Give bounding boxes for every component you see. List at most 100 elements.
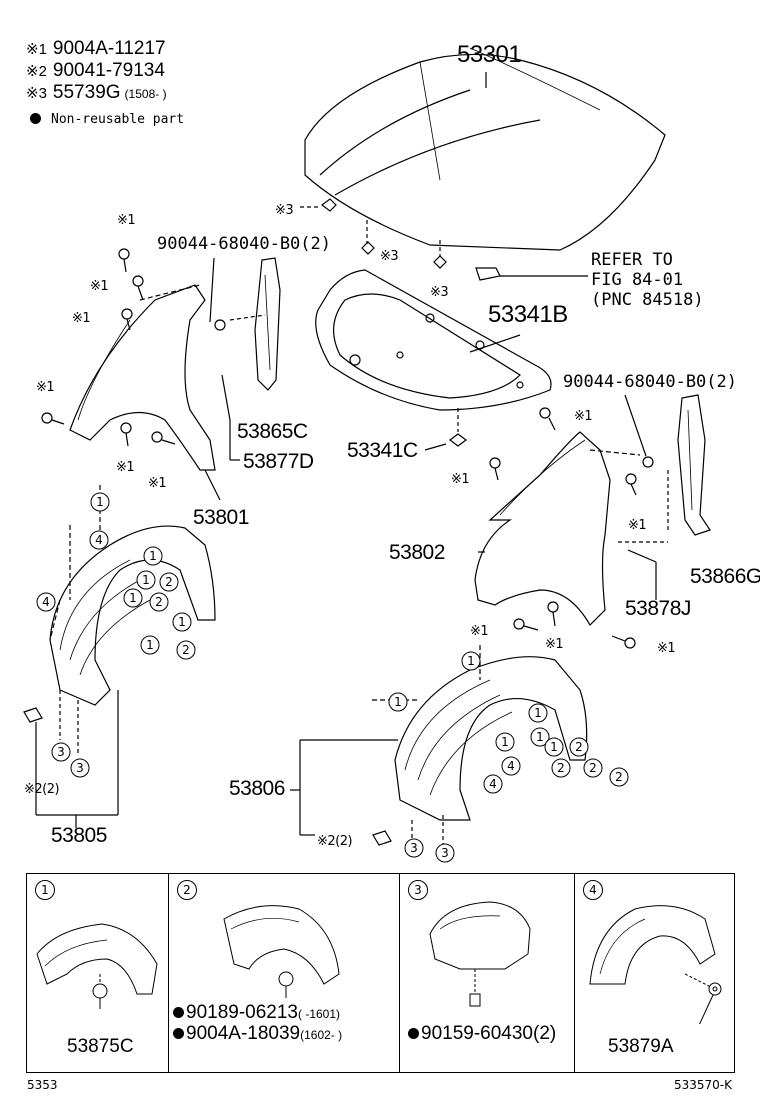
non-reusable-dot-icon (173, 1028, 184, 1039)
svg-text:3: 3 (57, 745, 65, 759)
legend-part-number: 9004A-11217 (52, 38, 166, 59)
ref-circle-4: 4 (501, 756, 521, 776)
callout-x1: ※1 (470, 624, 489, 639)
detail-panel-4: 4 53879A (575, 873, 735, 1073)
right-liner-part-number: 53806 (229, 777, 285, 800)
callout-x1: ※1 (451, 472, 470, 487)
svg-text:1: 1 (96, 495, 104, 509)
detail-panel-3: 3 90159-60430(2) (400, 873, 575, 1073)
ref-circle-1: 1 (461, 651, 481, 671)
hood-insulator-outline (315, 269, 552, 411)
ref-circle-1: 1 (388, 692, 408, 712)
circled-reference-numbers: 1 4 1 1 2 1 2 4 1 1 2 3 3 1 1 1 1 1 1 2 … (36, 492, 629, 863)
insulator-clip-part-number: 53341C (347, 439, 418, 462)
legend-mark: ※2 (26, 63, 47, 80)
legend-part-number: 90041-79134 (52, 60, 165, 81)
callout-x1: ※1 (116, 460, 135, 475)
svg-text:1: 1 (534, 706, 542, 720)
callout-x1: ※1 (574, 409, 593, 424)
panel-part-number: 9004A-18039 (186, 1023, 301, 1044)
legend-row-2: ※2 90041-79134 (26, 60, 165, 82)
svg-text:1: 1 (146, 638, 154, 652)
ref-circle-2: 2 (149, 592, 169, 612)
ref-circle-1: 1 (528, 703, 548, 723)
ref-circle-2: 2 (583, 758, 603, 778)
svg-text:4: 4 (507, 759, 515, 773)
left-seal-outline (254, 257, 281, 391)
ref-circle-1: 1 (136, 570, 156, 590)
left-liner-part-number: 53805 (51, 824, 107, 847)
non-reusable-label: Non-reusable part (51, 112, 185, 127)
svg-text:3: 3 (76, 761, 84, 775)
svg-text:1: 1 (149, 549, 157, 563)
svg-text:4: 4 (95, 533, 103, 547)
ref-circle-2: 2 (551, 758, 571, 778)
right-seal-outline (677, 394, 711, 536)
callout-x3: ※3 (275, 203, 294, 218)
svg-text:2: 2 (589, 761, 597, 775)
callout-x3: ※3 (430, 285, 449, 300)
ref-circle-3: 3 (404, 838, 424, 858)
left-bolts (41, 248, 226, 447)
detail-panel-1: 1 53875C (26, 873, 169, 1073)
left-fender-outline (69, 284, 216, 471)
ref-circle-2: 2 (159, 572, 179, 592)
ref-circle-1: 1 (140, 635, 160, 655)
callout-x1: ※1 (90, 279, 109, 294)
footer-right-code: 533570-K (673, 1078, 732, 1092)
legend-mark: ※3 (26, 85, 47, 102)
ref-circle-1: 1 (90, 492, 110, 512)
non-reusable-dot-icon (30, 113, 41, 124)
panel-range: ( -1601) (298, 1007, 341, 1021)
ref-circle-3: 3 (70, 758, 90, 778)
ref-circle-2: 2 (609, 767, 629, 787)
callout-x1: ※1 (72, 311, 91, 326)
right-bolts (489, 407, 654, 649)
panel-number: 1 (35, 880, 55, 900)
right-seal-part-number: 53866G (690, 565, 760, 588)
detail-3-illustration (429, 901, 531, 1007)
ref-circle-2: 2 (569, 737, 589, 757)
footer-left-code: 5353 (27, 1078, 58, 1092)
detail-panel-2: 2 90189-06213( -1601) 9004A-18039(1602- … (169, 873, 400, 1073)
panel-2-line-1: 90189-06213( -1601) (173, 1002, 340, 1024)
left-bracket-part-number: 53877D (243, 450, 314, 473)
panel-part-number: 53875C (67, 1036, 134, 1057)
svg-text:1: 1 (178, 615, 186, 629)
svg-text:2: 2 (575, 740, 583, 754)
ref-circle-4: 4 (483, 774, 503, 794)
svg-text:1: 1 (501, 735, 509, 749)
panel-part-number: 53879A (608, 1036, 674, 1057)
svg-text:1: 1 (394, 695, 402, 709)
ref-circle-1: 1 (172, 612, 192, 632)
callout-x1: ※1 (545, 637, 564, 652)
left-seal-part-number: 53865C (237, 420, 308, 443)
legend-range: (1508- ) (124, 87, 167, 101)
left-fender-part-number: 53801 (193, 506, 249, 529)
callout-x3: ※3 (380, 249, 399, 264)
callout-x1: ※1 (657, 641, 676, 656)
legend-part-number: 55739G (52, 82, 121, 103)
panel-range: (1602- ) (300, 1028, 343, 1042)
ref-circle-3: 3 (435, 843, 455, 863)
svg-text:1: 1 (129, 591, 137, 605)
callout-x1: ※1 (628, 518, 647, 533)
right-fender-outline (474, 431, 611, 626)
svg-text:2: 2 (615, 770, 623, 784)
detail-4-illustration (589, 905, 722, 1024)
non-reusable-note: Non-reusable part (30, 112, 184, 127)
callout-x1: ※1 (36, 380, 55, 395)
ref-circle-1: 1 (544, 737, 564, 757)
ref-circle-2: 2 (176, 640, 196, 660)
refer-to-line-1: REFER TO (591, 250, 673, 270)
ref-circle-3: 3 (51, 742, 71, 762)
hood-part-number: 53301 (457, 41, 522, 68)
detail-1-illustration (36, 923, 158, 1009)
svg-text:3: 3 (441, 846, 449, 860)
callout-x2: ※2(2) (24, 782, 60, 797)
panel-part-number: 90189-06213 (186, 1002, 298, 1023)
ref-circle-1: 1 (495, 732, 515, 752)
non-reusable-dot-icon (173, 1007, 184, 1018)
left-bolt-part-number: 90044-68040-B0(2) (157, 234, 331, 254)
